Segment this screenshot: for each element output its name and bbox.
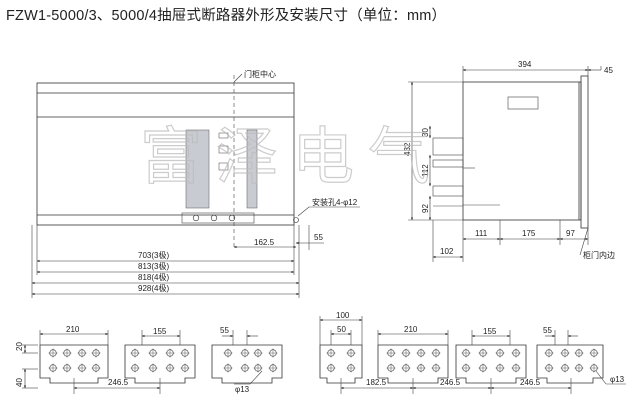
mounting-hole-label: 安装孔4-φ12 — [312, 197, 358, 207]
dim-182-5: 182.5 — [366, 378, 387, 387]
front-window-left — [185, 129, 210, 209]
dim-813: 813(3极) — [138, 261, 169, 271]
dim-92: 92 — [421, 204, 430, 213]
dim-155-a: 155 — [153, 327, 167, 336]
hole-diameter-a: φ13 — [235, 385, 250, 394]
side-view: 394 45 432 30 112 92 102 111 175 97 柜门内边 — [403, 60, 615, 262]
dim-928: 928(4极) — [138, 283, 169, 293]
button-icon — [192, 214, 200, 222]
dim-818: 818(4极) — [138, 272, 169, 282]
dim-246-5-a: 246.5 — [108, 378, 129, 387]
dim-97: 97 — [566, 229, 575, 238]
terminal-plate — [455, 344, 527, 384]
dim-432: 432 — [403, 142, 412, 156]
dim-40: 40 — [15, 378, 24, 387]
dim-175: 175 — [522, 229, 536, 238]
dim-703: 703(3极) — [138, 250, 169, 260]
front-view: 门柜中心 安装孔4-φ12 162.5 55 703(3极) 813(3极) 8… — [31, 69, 360, 298]
terminal-plate — [536, 344, 604, 384]
dim-102: 102 — [440, 247, 454, 256]
drawing-title: FZW1-5000/3、5000/4抽屉式断路器外形及安装尺寸（单位：mm） — [6, 8, 447, 24]
side-body-outline — [462, 81, 582, 221]
button-icon — [210, 214, 218, 222]
button-icon — [228, 214, 236, 222]
front-window-right — [246, 129, 258, 209]
dim-50: 50 — [337, 325, 346, 334]
terminal-views: 20 40 210 155 55 246.5 φ13 — [15, 311, 626, 394]
terminal-plate — [39, 344, 109, 384]
dim-210-a: 210 — [66, 325, 80, 334]
dim-246-5-c: 246.5 — [520, 378, 541, 387]
cabinet-door — [580, 75, 589, 229]
hole-diameter-b: φ13 — [610, 375, 625, 384]
dim-20: 20 — [15, 342, 24, 351]
door-inner-edge-label: 柜门内边 — [583, 250, 615, 260]
front-panel-outline — [36, 82, 295, 226]
dim-30: 30 — [421, 128, 430, 137]
dim-246-5-b: 246.5 — [440, 378, 461, 387]
dim-111: 111 — [475, 229, 488, 238]
terminal-plate — [124, 344, 196, 384]
terminal-plate — [377, 344, 449, 384]
dim-112: 112 — [421, 164, 430, 177]
dim-45: 45 — [604, 66, 613, 75]
dim-210-b: 210 — [404, 325, 418, 334]
dim-394: 394 — [518, 60, 532, 69]
dim-155-b: 155 — [483, 327, 497, 336]
terminal-plate — [211, 344, 283, 384]
dim-55-a: 55 — [220, 326, 229, 335]
terminal-plate — [319, 344, 363, 384]
cabinet-center-label: 门柜中心 — [244, 69, 276, 79]
dim-100: 100 — [336, 311, 350, 320]
dim-55-b: 55 — [543, 326, 552, 335]
watermark-text: 富泽电气 — [140, 120, 444, 193]
dim-162-5: 162.5 — [254, 238, 275, 247]
dim-55: 55 — [314, 233, 323, 242]
